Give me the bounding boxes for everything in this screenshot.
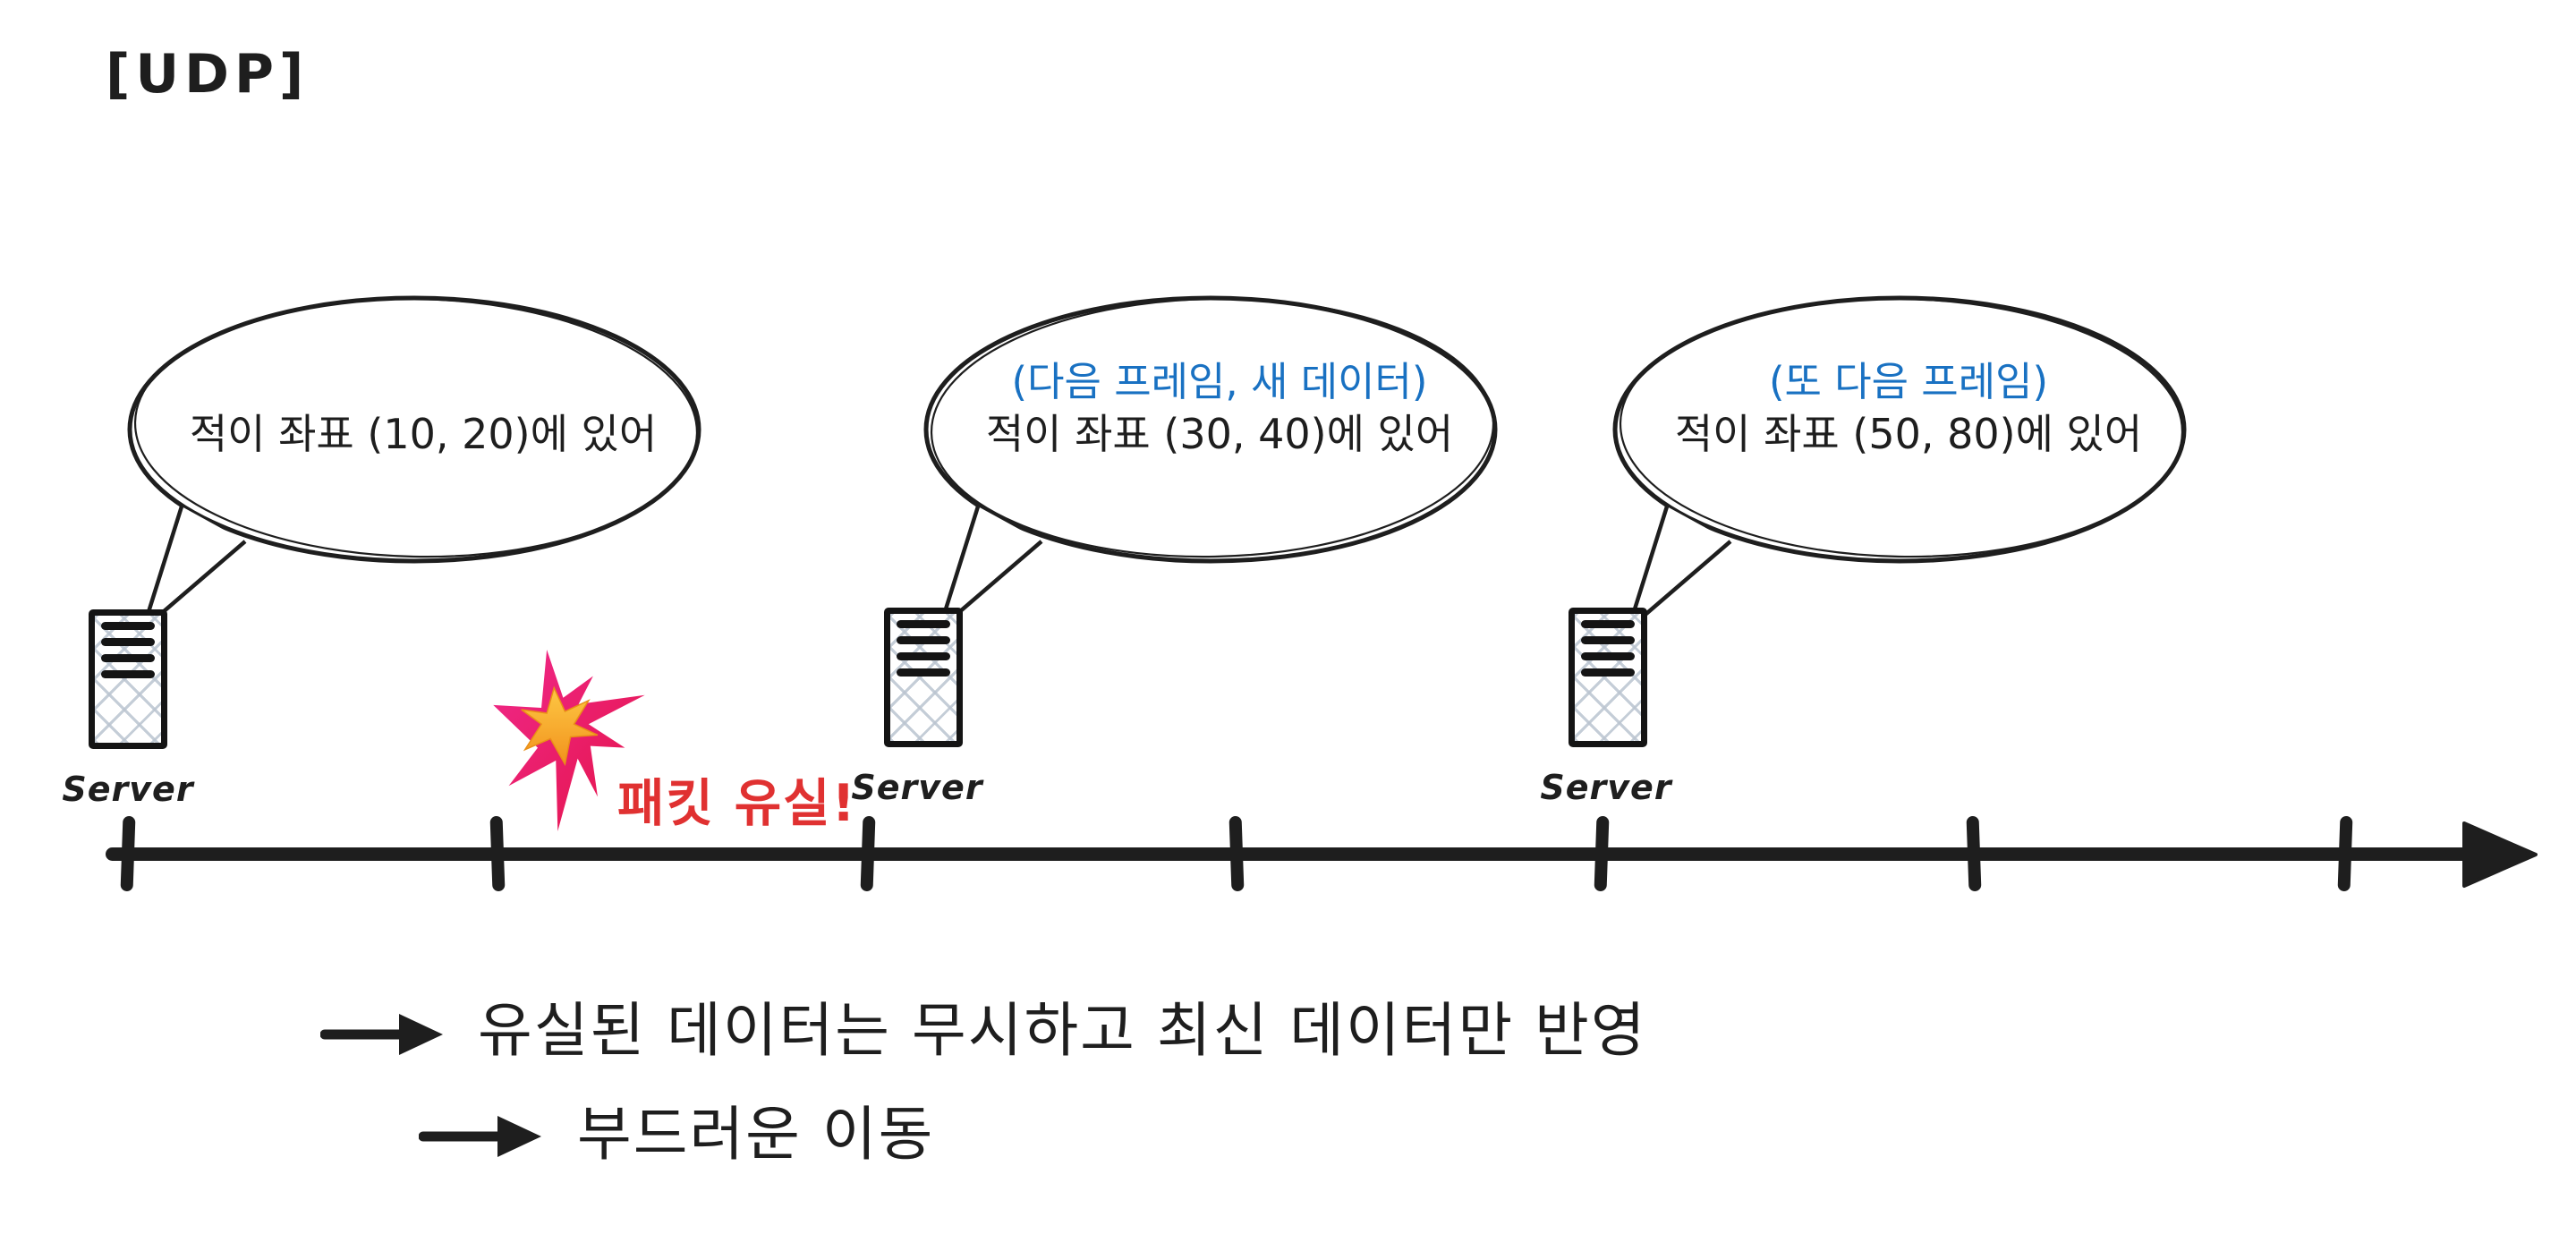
server-label: Server bbox=[1540, 768, 1672, 807]
bubble-note bbox=[155, 356, 692, 408]
speech-bubble-3: (또 다음 프레임) 적이 좌표 (50, 80)에 있어 bbox=[1600, 285, 2217, 643]
diagram-title: [UDP] bbox=[106, 43, 310, 106]
tick-mark bbox=[860, 815, 876, 892]
bubble-message: 적이 좌표 (50, 80)에 있어 bbox=[1674, 410, 2143, 458]
arrow-icon bbox=[418, 1111, 544, 1165]
speech-bubble-outline bbox=[1612, 295, 2187, 632]
server-icon bbox=[89, 609, 167, 749]
explosion-icon bbox=[490, 648, 650, 838]
tick-mark bbox=[1966, 815, 1982, 892]
timeline-arrowhead-icon bbox=[2462, 820, 2538, 893]
speech-bubble-2: (다음 프레임, 새 데이터) 적이 좌표 (30, 40)에 있어 bbox=[911, 285, 1528, 643]
bubble-note: (또 다음 프레임) bbox=[1768, 358, 2049, 405]
server-label: Server bbox=[851, 768, 983, 807]
arrow-icon bbox=[319, 1009, 446, 1063]
note-smooth-movement: 부드러운 이동 bbox=[577, 1100, 935, 1169]
tick-mark bbox=[1594, 815, 1610, 892]
bubble-note: (다음 프레임, 새 데이터) bbox=[1011, 358, 1428, 405]
server-icon bbox=[1569, 608, 1647, 747]
bubble-message: 적이 좌표 (30, 40)에 있어 bbox=[985, 410, 1454, 458]
tick-mark bbox=[489, 815, 506, 892]
note-ignore-lost-data: 유실된 데이터는 무시하고 최신 데이터만 반영 bbox=[478, 996, 1647, 1065]
timeline-axis bbox=[106, 847, 2475, 861]
speech-bubble-outline bbox=[923, 295, 1498, 632]
bubble-message: 적이 좌표 (10, 20)에 있어 bbox=[189, 410, 658, 458]
speech-bubble-outline bbox=[127, 295, 701, 632]
tick-mark bbox=[120, 815, 136, 892]
server-icon bbox=[884, 608, 963, 747]
speech-bubble-1: 적이 좌표 (10, 20)에 있어 bbox=[115, 285, 732, 643]
tick-mark bbox=[1228, 815, 1245, 892]
tick-mark bbox=[2337, 815, 2353, 892]
packet-loss-label: 패킷 유실! bbox=[617, 774, 857, 833]
server-label: Server bbox=[62, 770, 194, 809]
